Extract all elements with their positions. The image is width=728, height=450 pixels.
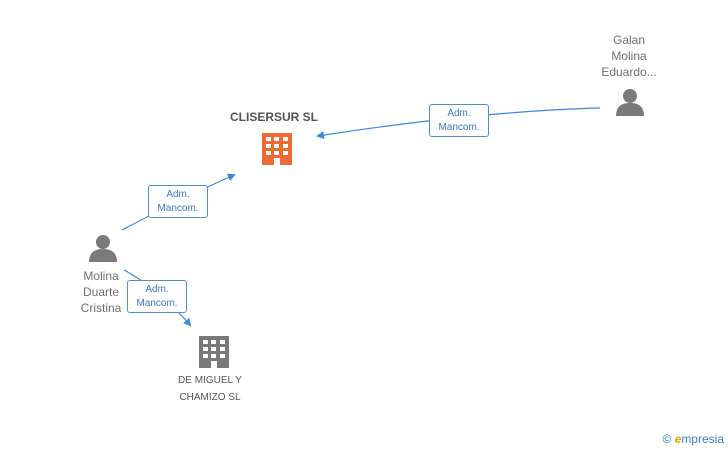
edge-badge-line1: Adm.: [166, 189, 190, 200]
empresia-logo: © empresia: [662, 432, 724, 446]
edge-badge-line2: Mancom.: [157, 203, 199, 214]
edge-badge-line2: Mancom.: [438, 122, 480, 133]
edge-badge-line2: Mancom.: [136, 298, 178, 309]
building-icon[interactable]: [262, 133, 292, 165]
edge-badge-line1: Adm.: [145, 284, 169, 295]
brand-name: mpresia: [681, 432, 724, 446]
node-label-molina-line3: Cristina: [80, 301, 122, 315]
person-icon[interactable]: [616, 89, 644, 116]
copyright-symbol: ©: [662, 432, 672, 446]
node-label-molina[interactable]: Molina Duarte Cristina: [61, 268, 141, 316]
node-label-galan-line3: Eduardo...: [601, 65, 657, 79]
node-label-galan-line2: Molina: [611, 49, 647, 63]
node-label-molina-line1: Molina: [83, 269, 119, 283]
node-label-demiguel[interactable]: DE MIGUEL Y CHAMIZO SL: [150, 372, 270, 406]
brand-initial: e: [674, 432, 682, 446]
node-label-demiguel-line2: CHAMIZO SL: [179, 392, 241, 403]
building-icon[interactable]: [199, 336, 229, 368]
node-label-clisersur[interactable]: CLISERSUR SL: [229, 110, 318, 124]
edge-badge-molina-demiguel[interactable]: Adm. Mancom.: [127, 280, 187, 313]
node-label-galan-line1: Galan: [612, 33, 646, 47]
person-icon[interactable]: [89, 235, 117, 262]
node-label-molina-line2: Duarte: [82, 285, 120, 299]
node-label-galan[interactable]: Galan Molina Eduardo...: [584, 32, 674, 80]
edge-badge-molina-clisersur[interactable]: Adm. Mancom.: [148, 185, 208, 218]
node-label-demiguel-line1: DE MIGUEL Y: [178, 375, 242, 386]
edge-badge-line1: Adm.: [447, 108, 471, 119]
edge-badge-galan-clisersur[interactable]: Adm. Mancom.: [429, 104, 489, 137]
